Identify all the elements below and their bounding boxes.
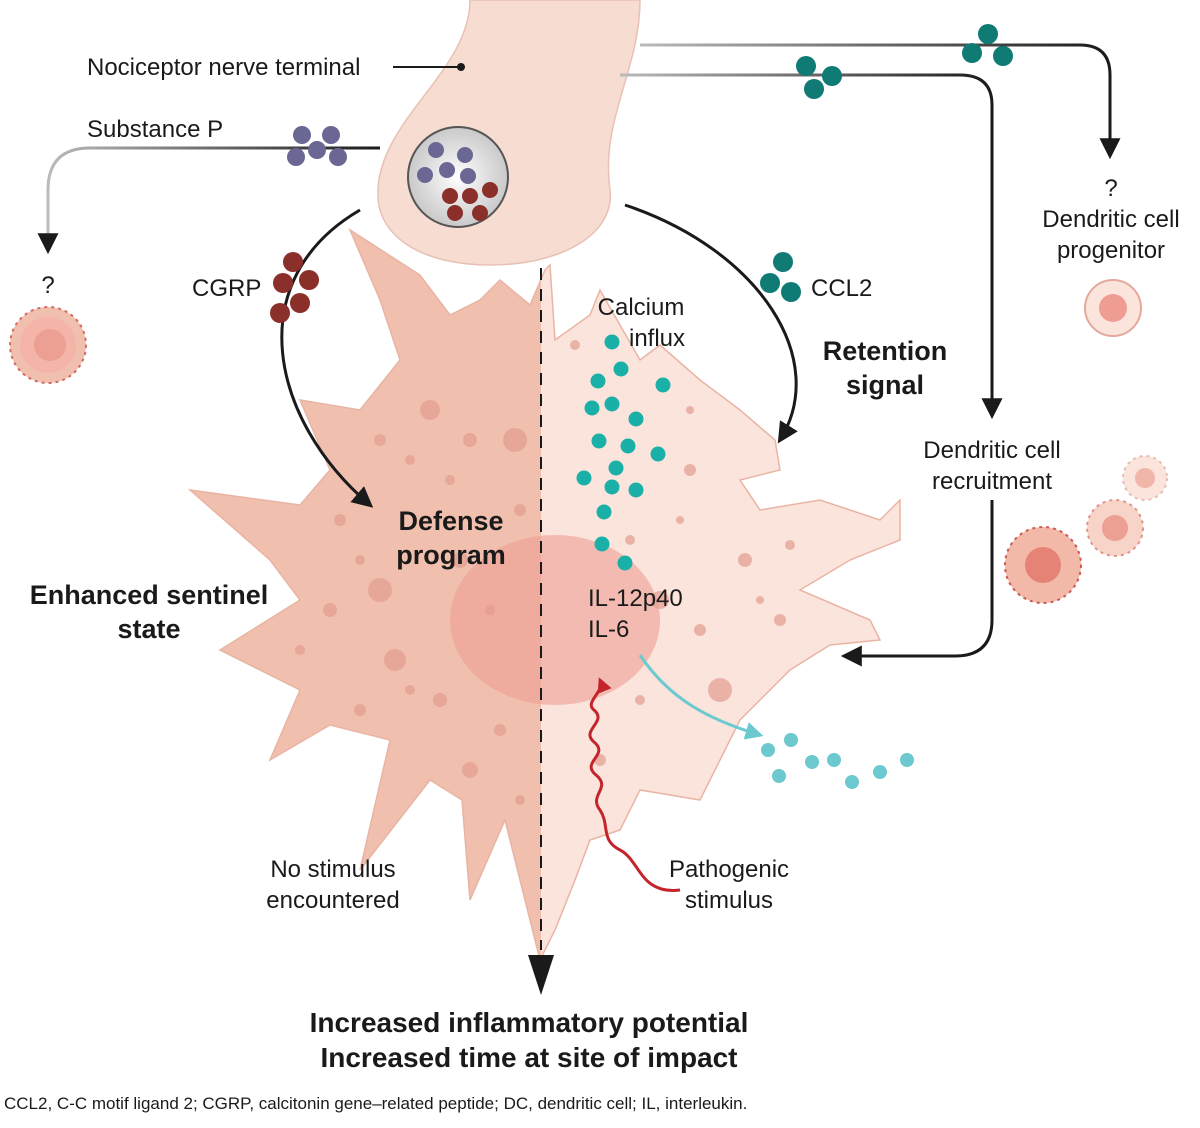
label-encountered: encountered (266, 887, 400, 914)
cell-granules (295, 340, 795, 805)
pathogenic-stimulus-wave (588, 677, 681, 892)
label-dc-progenitor-2: progenitor (1056, 237, 1166, 264)
label-ccl2: CCL2 (811, 275, 873, 302)
cell-nucleus (450, 535, 660, 705)
ccl2-mid-molecules (796, 56, 842, 99)
nociceptor-nerve-terminal (377, 0, 641, 266)
cgrp-molecules (270, 252, 319, 323)
label-enhanced-sentinel: Enhanced sentinel (29, 580, 269, 610)
label-dc-recruitment-2: recruitment (931, 468, 1053, 495)
ccl2-top-molecules (962, 24, 1013, 66)
label-no-stimulus: No stimulus (270, 856, 396, 883)
label-influx: influx (628, 325, 686, 352)
label-il6: IL-6 (588, 616, 630, 643)
ccl2-molecules (760, 252, 801, 302)
nociceptor-leader-dot (457, 63, 465, 71)
label-retention: Retention (822, 336, 948, 366)
label-question-left: ? (41, 272, 55, 299)
left-unknown-cell (9, 306, 87, 384)
secreted-cytokine-dots (761, 733, 914, 789)
label-il12p40: IL-12p40 (588, 585, 683, 612)
label-program: program (396, 540, 506, 570)
substance-p-molecules (287, 126, 347, 166)
label-cgrp: CGRP (192, 275, 262, 302)
label-inflammatory-potential: Increased inflammatory potential (309, 1007, 749, 1038)
label-state: state (117, 614, 181, 644)
recruited-dendritic-cells (1004, 455, 1168, 604)
label-signal: signal (845, 370, 925, 400)
label-pathogenic: Pathogenic (668, 856, 790, 883)
vesicle-cgrp-dots (442, 182, 498, 221)
secretion-arrow (638, 654, 764, 740)
dendritic-cell-progenitor (1084, 279, 1142, 337)
calcium-dots (576, 334, 671, 571)
down-arrow-head (528, 955, 554, 995)
vesicle-substance-p-dots (417, 142, 476, 184)
progenitor-arrow (640, 43, 1121, 160)
label-question-right: ? (1104, 175, 1118, 202)
label-time-at-site: Increased time at site of impact (320, 1042, 738, 1073)
label-dc-recruitment-1: Dendritic cell (923, 437, 1061, 464)
substance-p-arrow (37, 146, 380, 255)
label-dc-progenitor-1: Dendritic cell (1042, 206, 1180, 233)
return-arrow (840, 500, 994, 667)
cgrp-arrow (280, 208, 374, 508)
label-substance-p: Substance P (87, 116, 224, 143)
label-nociceptor: Nociceptor nerve terminal (87, 54, 361, 81)
recruitment-arrow (620, 73, 1003, 420)
dendritic-cell (189, 229, 901, 961)
label-stimulus: stimulus (684, 887, 774, 914)
label-calcium: Calcium (597, 294, 685, 321)
label-defense: Defense (398, 506, 504, 536)
figure-caption: CCL2, C-C motif ligand 2; CGRP, calciton… (4, 1094, 748, 1113)
ccl2-arrow (624, 203, 798, 444)
